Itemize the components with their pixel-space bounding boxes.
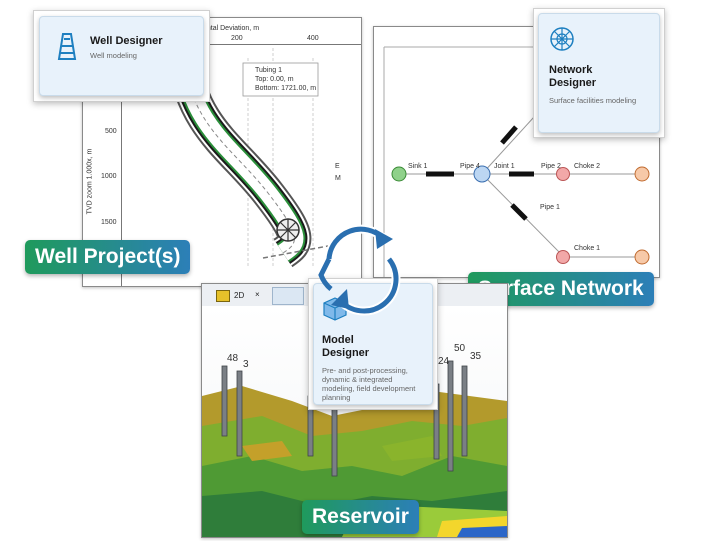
sink-label: Sink 1 xyxy=(408,163,428,170)
model-designer-title-2: Designer xyxy=(322,347,370,359)
reservoir-3d-view xyxy=(202,306,507,537)
model-3d-icon[interactable] xyxy=(216,290,230,302)
joint-label: Joint 1 xyxy=(494,163,515,170)
choke2-label: Choke 2 xyxy=(574,163,601,170)
tubing-name: Tubing 1 xyxy=(255,67,282,74)
y-tick-1500: 1500 xyxy=(101,219,117,226)
well-designer-subtitle: Well modeling xyxy=(90,51,137,60)
view-2d-button[interactable]: 2D xyxy=(234,291,245,300)
model-designer-subtitle-2: dynamic & integrated xyxy=(322,375,393,384)
well-50-label: 50 xyxy=(454,343,466,354)
network-diagram xyxy=(383,46,650,277)
x-tick-200: 200 xyxy=(231,35,243,42)
well-24-label: 24 xyxy=(438,356,450,367)
network-designer-card[interactable]: Network Designer Surface facilities mode… xyxy=(533,8,665,138)
side-label-m: M xyxy=(335,175,341,182)
cycle-arrows-icon xyxy=(318,224,401,316)
network-designer-card-inner: Network Designer Surface facilities mode… xyxy=(538,13,660,133)
well-designer-card-inner: Well Designer Well modeling xyxy=(39,16,204,96)
close-tab-button[interactable]: × xyxy=(255,290,260,299)
y-axis-line xyxy=(121,98,122,286)
well-3-label: 3 xyxy=(243,359,249,370)
x-axis-label: ontal Deviation, m xyxy=(203,25,260,32)
well-design-panel: ontal Deviation, m 200 400 TVD zoom 1.00… xyxy=(82,17,362,287)
pipe1-label: Pipe 1 xyxy=(540,204,560,211)
y-tick-1000: 1000 xyxy=(101,173,117,180)
well-projects-tag: Well Project(s) xyxy=(25,240,191,274)
network-designer-title-1: Network xyxy=(549,64,593,76)
model-designer-subtitle-1: Pre- and post-processing, xyxy=(322,366,408,375)
tubing-bottom: Bottom: 1721.00, m xyxy=(255,85,317,92)
model-designer-title-1: Model xyxy=(322,334,354,346)
network-icon xyxy=(550,27,574,51)
network-designer-subtitle: Surface facilities modeling xyxy=(549,96,637,105)
well-35-label: 35 xyxy=(470,351,482,362)
model-designer-subtitle-3: modeling, field development xyxy=(322,384,416,393)
active-tab[interactable] xyxy=(272,287,304,305)
model-designer-subtitle-4: planning xyxy=(322,393,351,402)
y-tick-500: 500 xyxy=(105,128,117,135)
x-tick-400: 400 xyxy=(307,35,319,42)
network-designer-title-2: Designer xyxy=(549,77,597,89)
model-designer-card[interactable]: Model Designer Pre- and post-processing,… xyxy=(308,278,438,410)
choke1-label: Choke 1 xyxy=(574,245,601,252)
wellbore-drawing xyxy=(166,48,329,268)
tubing-top: Top: 0.00, m xyxy=(255,76,294,83)
x-axis-line xyxy=(203,44,361,45)
pipe4-label: Pipe 4 xyxy=(460,163,480,170)
reservoir-tag: Reservoir xyxy=(302,500,419,534)
well-48-label: 48 xyxy=(227,353,239,364)
reservoir-panel: 2D × 48 3 24 50 35 xyxy=(201,283,508,538)
drilling-rig-icon xyxy=(57,33,77,60)
pipe2-label: Pipe 2 xyxy=(541,163,561,170)
side-label-e: E xyxy=(335,163,340,170)
well-designer-title: Well Designer xyxy=(90,35,163,47)
well-designer-card[interactable]: Well Designer Well modeling xyxy=(33,10,210,102)
